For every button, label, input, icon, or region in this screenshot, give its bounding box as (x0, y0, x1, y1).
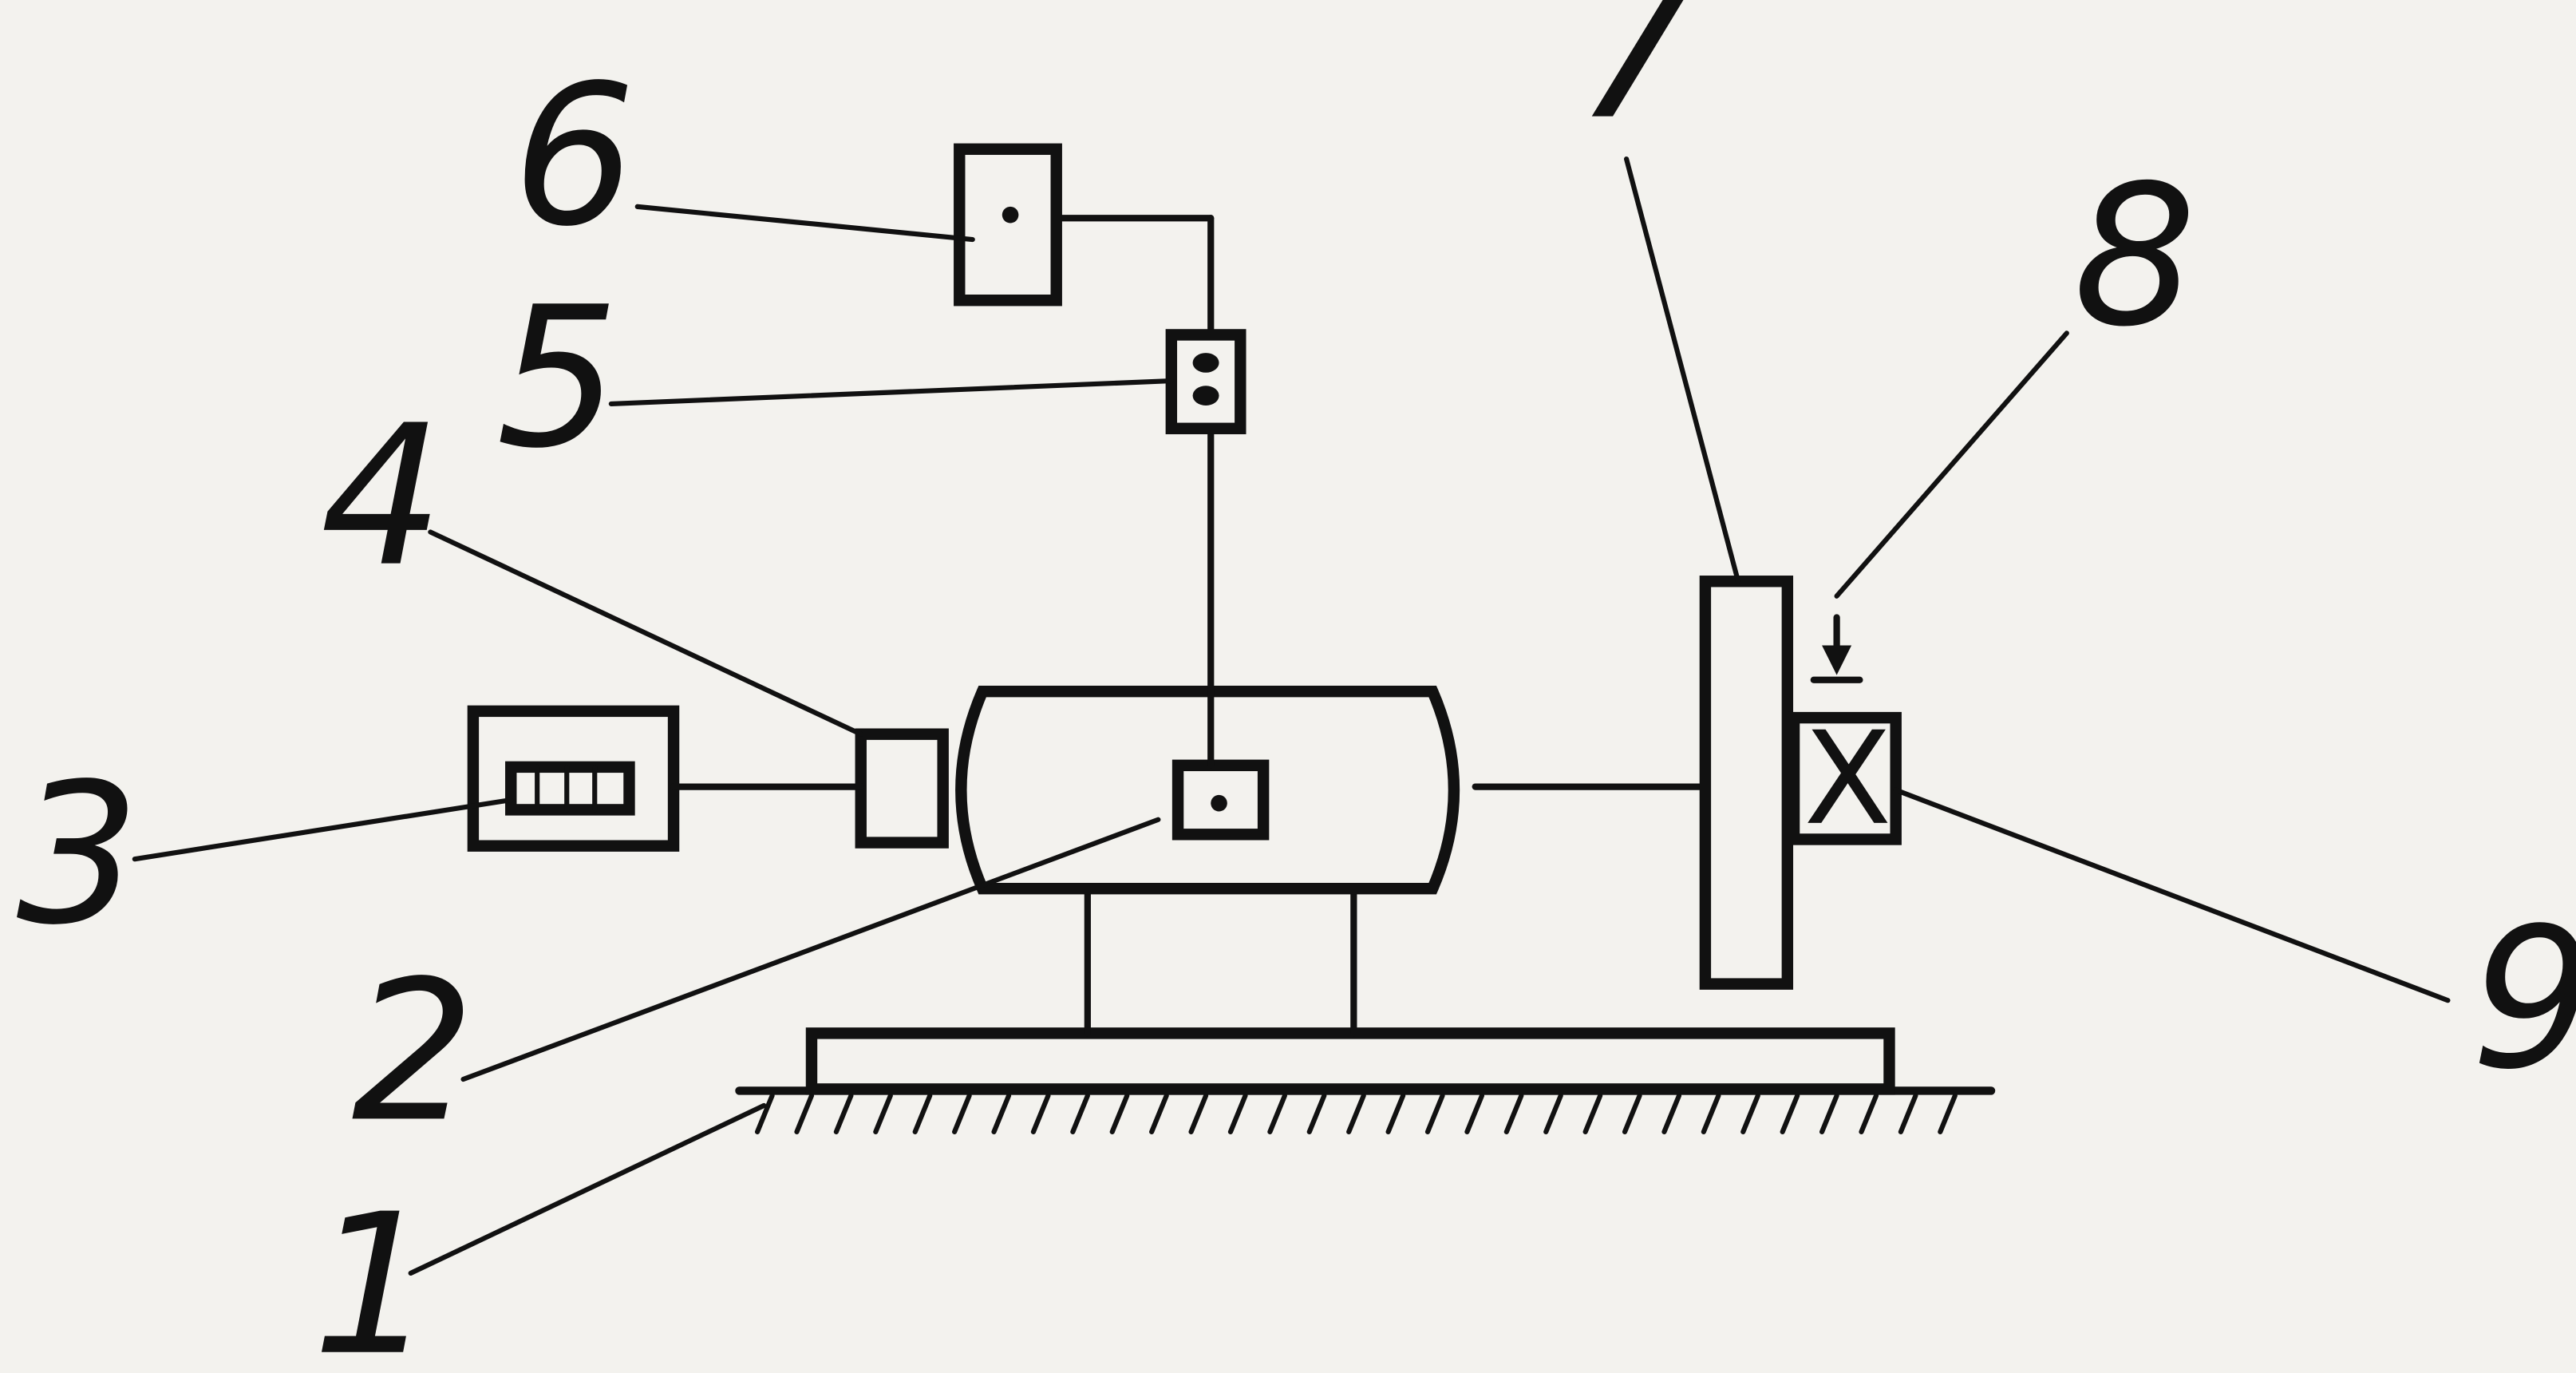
leader-3 (132, 797, 514, 862)
hatch-mark (1030, 1093, 1051, 1134)
hatch-mark (1306, 1093, 1327, 1134)
hatch-mark (1070, 1093, 1090, 1134)
label-7: 7 (1574, 0, 1697, 163)
hatch-mark (1859, 1093, 1879, 1134)
hatch-mark (1661, 1093, 1682, 1134)
leader-9 (1893, 787, 2451, 1003)
leader-5 (608, 378, 1174, 406)
sensor-2-dot (1211, 794, 1227, 812)
label-9: 9 (2471, 888, 2576, 1113)
bearing-mark: X (1804, 704, 1891, 853)
leader-lines (132, 156, 2451, 1276)
hatch-mark (1622, 1093, 1642, 1134)
hatch-mark (1149, 1093, 1169, 1134)
leader-8 (1834, 330, 2069, 599)
leader-1 (408, 1102, 767, 1276)
bearing-9 (1788, 711, 1902, 845)
hatch-mark (1898, 1093, 1918, 1134)
hatch-mark (1464, 1093, 1485, 1134)
hatch-mark (1543, 1093, 1563, 1134)
recorder-6-dot (1002, 206, 1019, 224)
device-3-spring (505, 761, 635, 816)
motor-pedestal (1084, 885, 1357, 1037)
ground (735, 1086, 1996, 1134)
label-2: 2 (352, 940, 476, 1165)
label-4: 4 (320, 385, 444, 610)
signal-wire (1053, 215, 1215, 769)
sensor-2-box (1171, 759, 1270, 841)
label-6: 6 (512, 44, 636, 269)
amplifier-5-dot-bottom (1192, 386, 1219, 406)
label-8: 8 (2073, 144, 2197, 370)
leader-6 (634, 204, 975, 243)
disc-7 (1699, 576, 1794, 990)
hatch-mark (1819, 1093, 1839, 1134)
base-plate (805, 1027, 1895, 1095)
amplifier-5 (1165, 329, 1247, 434)
hatch-mark (873, 1093, 893, 1134)
hatch-mark (991, 1093, 1012, 1134)
hatch-mark (1740, 1093, 1760, 1134)
leader-4 (428, 529, 863, 737)
hatch-mark (1267, 1093, 1287, 1134)
recorder-6 (954, 143, 1062, 307)
hatch-mark (1346, 1093, 1366, 1134)
hatch-mark (1503, 1093, 1524, 1134)
label-1: 1 (312, 1173, 436, 1373)
hatch-mark (1780, 1093, 1800, 1134)
hatch-mark (794, 1093, 815, 1134)
leader-7 (1623, 156, 1741, 584)
hatch-mark (1227, 1093, 1248, 1134)
load-arrow-8 (1810, 614, 1863, 683)
label-3: 3 (17, 742, 140, 967)
hatch-mark (1938, 1093, 1958, 1134)
hatch-mark (1385, 1093, 1406, 1134)
hatch-mark (1188, 1093, 1209, 1134)
hatch-mark (952, 1093, 972, 1134)
hatch-mark (833, 1093, 854, 1134)
amplifier-5-dot-top (1192, 353, 1219, 373)
hatch-mark (754, 1093, 775, 1134)
coupling-4 (855, 728, 949, 849)
hatch-mark (1424, 1093, 1445, 1134)
leader-2 (460, 817, 1161, 1082)
hatch-mark (1582, 1093, 1603, 1134)
device-3-coils (535, 764, 598, 813)
label-5: 5 (496, 266, 620, 491)
hatch-mark (1109, 1093, 1130, 1134)
hatch-mark (1701, 1093, 1721, 1134)
hatch-mark (912, 1093, 933, 1134)
